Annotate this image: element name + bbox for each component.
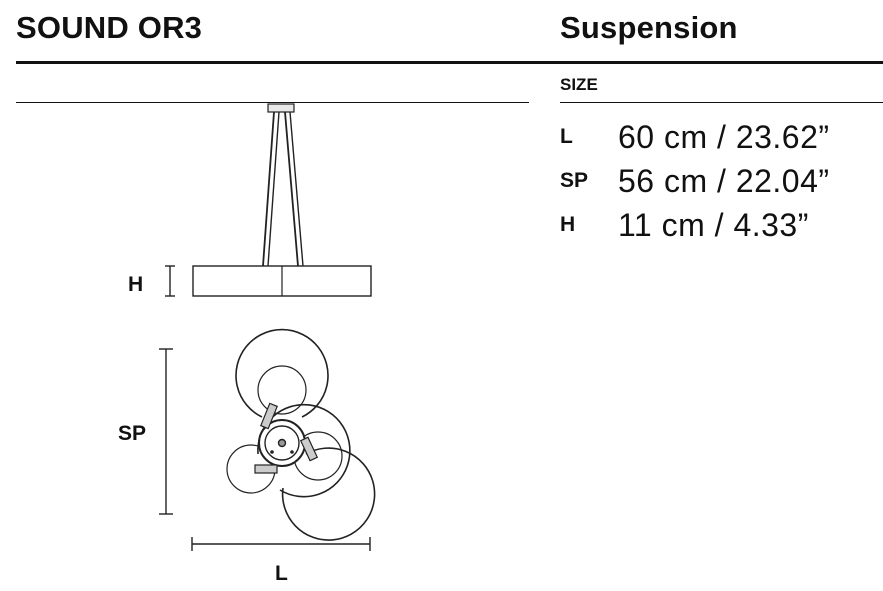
spec-row-spread: SP 56 cm / 22.04” (560, 161, 830, 201)
spec-key: SP (560, 169, 589, 192)
spec-row-length: L 60 cm / 23.62” (560, 117, 830, 157)
lamp-socket (254, 464, 278, 474)
spec-row-height: H 11 cm / 4.33” (560, 205, 809, 245)
diffuser-circle (257, 365, 307, 415)
size-divider (560, 102, 883, 103)
header-divider (16, 61, 883, 64)
spec-value: 56 cm / 22.04” (618, 162, 830, 199)
spec-key: H (560, 213, 576, 236)
hub-screw (270, 450, 274, 454)
h-dimension-label: H (128, 273, 143, 296)
hub-screw (290, 450, 294, 454)
spec-value: 60 cm / 23.62” (618, 118, 830, 155)
lamp-socket (299, 436, 319, 462)
ceiling-canopy (267, 103, 295, 113)
lamp-socket (260, 402, 278, 430)
suspension-cable (267, 111, 280, 267)
hub-center (277, 438, 287, 448)
top-view (159, 328, 376, 551)
suspension-cable (284, 111, 299, 267)
sp-dimension-label: SP (118, 422, 146, 445)
drawing-divider (16, 102, 529, 103)
spec-key: L (560, 125, 573, 148)
suspension-cable (262, 111, 275, 267)
hub-inner-ring (264, 425, 300, 461)
product-title: SOUND OR3 (16, 10, 203, 45)
lamp-disc-outline (235, 328, 329, 418)
category-title: Suspension (560, 10, 738, 45)
suspension-cable (289, 111, 304, 267)
lamp-disc-outline (281, 447, 376, 541)
l-dimension-label: L (275, 562, 288, 585)
side-view (165, 103, 372, 297)
size-heading: SIZE (560, 75, 598, 94)
spec-value: 11 cm / 4.33” (618, 206, 809, 243)
